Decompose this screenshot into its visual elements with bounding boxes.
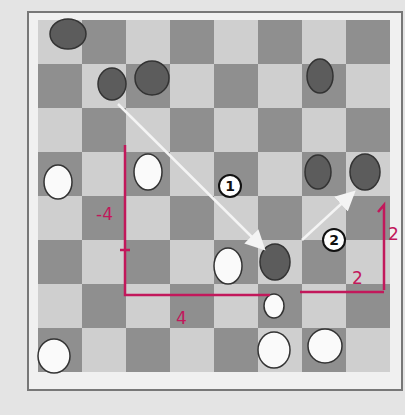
board-square [258,108,302,152]
board-square [170,196,214,240]
board-square [170,108,214,152]
board-square [126,108,170,152]
board-square [170,284,214,328]
board-squares [38,20,390,372]
board-square [214,328,258,372]
board-square [346,108,390,152]
board-square [82,20,126,64]
board-square [38,284,82,328]
board-square [346,64,390,108]
board-square [82,240,126,284]
board-square [126,240,170,284]
offset-label: 2 [388,226,399,243]
board-square [214,240,258,284]
callout-number: 2 [329,233,339,247]
offset-label: -4 [96,206,113,223]
callout-circle: 1 [218,174,242,198]
board-square [258,64,302,108]
offset-brackets [120,145,384,295]
board-square [258,328,302,372]
board-square [82,108,126,152]
board-square [258,284,302,328]
board-square [346,20,390,64]
board-square [346,152,390,196]
board-square [214,284,258,328]
offset-label: 4 [176,310,187,327]
board-square [346,328,390,372]
chess-pieces [38,19,380,373]
board-square [302,152,346,196]
offset-label: 2 [352,270,363,287]
board-square [258,240,302,284]
board-square [38,240,82,284]
board-square [126,328,170,372]
callout-circle: 2 [322,228,346,252]
board-square [82,328,126,372]
board-square [82,64,126,108]
callout-number: 1 [225,179,235,193]
board-square [82,196,126,240]
board-square [82,152,126,196]
board-square [126,152,170,196]
board-square [258,152,302,196]
board-square [346,284,390,328]
board-square [38,108,82,152]
board-square [214,108,258,152]
board-square [302,328,346,372]
board-square [302,284,346,328]
board-square [302,108,346,152]
board-square [214,64,258,108]
board-square [258,20,302,64]
board-square [38,328,82,372]
board-square [170,152,214,196]
board-square [38,64,82,108]
board-square [38,196,82,240]
board-square [214,20,258,64]
move-arrows [118,104,352,247]
board-square [214,196,258,240]
board-square [170,64,214,108]
board-square [170,20,214,64]
board-square [126,284,170,328]
board-square [126,196,170,240]
board-square [302,20,346,64]
board-square [126,20,170,64]
board-square [82,284,126,328]
board-square [258,196,302,240]
board-square [170,328,214,372]
board-square [170,240,214,284]
board-frame [28,12,402,390]
